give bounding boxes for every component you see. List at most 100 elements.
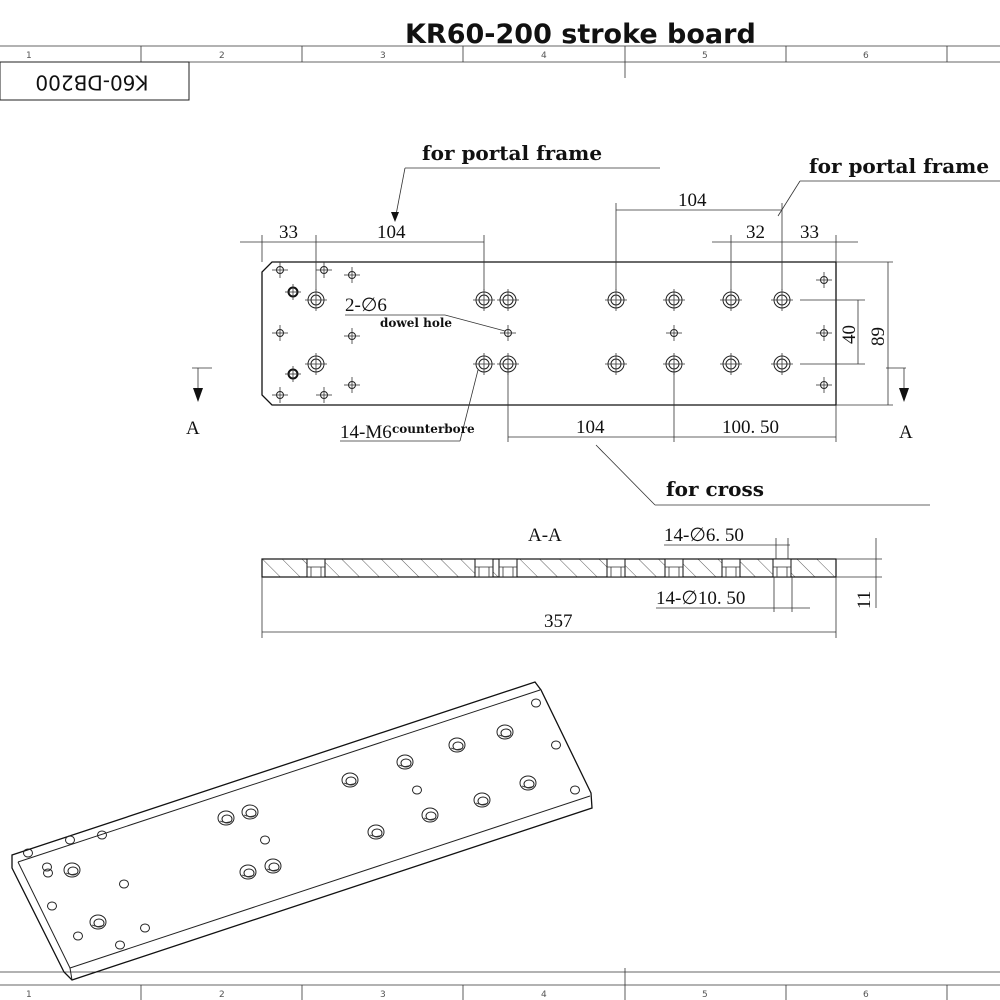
counterbore-hole bbox=[305, 289, 327, 311]
iso-counterbore bbox=[367, 824, 385, 840]
isometric-view bbox=[11, 681, 593, 981]
dim-32: 32 bbox=[746, 222, 765, 243]
iso-small-hole bbox=[119, 879, 129, 889]
iso-counterbore bbox=[496, 724, 514, 740]
dim-104-top-right: 104 bbox=[678, 190, 707, 211]
border-col-1: 1 bbox=[26, 51, 32, 61]
small-hole bbox=[816, 272, 832, 288]
counterbore-hole bbox=[720, 353, 742, 375]
section-pockets bbox=[306, 558, 792, 578]
bottom-dimensions: 104 100. 50 bbox=[507, 364, 837, 442]
small-holes bbox=[272, 262, 832, 403]
part-number: K60-DB200 bbox=[35, 71, 148, 95]
border-col-6: 6 bbox=[863, 51, 869, 61]
plate-outline bbox=[261, 261, 837, 406]
iso-counterbore bbox=[63, 862, 81, 878]
length-dim: 357 bbox=[544, 611, 573, 632]
dowel-hole-label: dowel hole bbox=[380, 316, 452, 330]
dim-33-right: 33 bbox=[800, 222, 819, 243]
border-col-3-bottom: 3 bbox=[380, 990, 386, 1000]
iso-small-hole bbox=[551, 740, 561, 750]
border-col-2-bottom: 2 bbox=[219, 990, 225, 1000]
border-col-1-bottom: 1 bbox=[26, 990, 32, 1000]
iso-small-hole bbox=[97, 830, 107, 840]
border-col-3: 3 bbox=[380, 51, 386, 61]
small-hole-note: 14-∅6. 50 bbox=[664, 525, 744, 546]
small-hole bbox=[272, 387, 288, 403]
iso-small-hole bbox=[115, 940, 125, 950]
section-pocket bbox=[721, 558, 741, 578]
border-col-2: 2 bbox=[219, 51, 225, 61]
iso-small-hole bbox=[43, 868, 53, 878]
counterbore-hole bbox=[497, 289, 519, 311]
iso-counterbore bbox=[448, 737, 466, 753]
small-hole bbox=[344, 328, 360, 344]
iso-counterbore bbox=[396, 754, 414, 770]
iso-small-hole bbox=[65, 835, 75, 845]
counterbore-hole bbox=[605, 353, 627, 375]
callout-portal-frame-right: for portal frame bbox=[809, 154, 989, 178]
dowel-note: 2-∅6 bbox=[345, 295, 387, 316]
small-hole bbox=[316, 262, 332, 278]
section-pocket bbox=[606, 558, 626, 578]
iso-small-hole bbox=[140, 923, 150, 933]
iso-small-hole bbox=[73, 931, 83, 941]
dowel-hole bbox=[285, 284, 301, 300]
iso-counterbore bbox=[239, 864, 257, 880]
small-hole bbox=[272, 325, 288, 341]
isometric-holes bbox=[23, 698, 580, 950]
drawing-border: 1 2 3 4 5 6 1 2 3 4 5 6 bbox=[0, 45, 1000, 1000]
small-hole bbox=[500, 325, 516, 341]
counterbore-hole bbox=[771, 353, 793, 375]
iso-counterbore bbox=[241, 804, 259, 820]
section-body bbox=[261, 558, 837, 578]
section-view: A-A 14-∅6. 50 14-∅10. 50 357 11 bbox=[261, 525, 882, 638]
iso-counterbore bbox=[217, 810, 235, 826]
iso-counterbore bbox=[264, 858, 282, 874]
iso-counterbore bbox=[421, 807, 439, 823]
border-col-4-bottom: 4 bbox=[541, 990, 547, 1000]
side-dimensions: 40 89 bbox=[800, 261, 893, 406]
counterbore-holes bbox=[305, 289, 793, 375]
part-number-box: K60-DB200 bbox=[0, 61, 190, 101]
iso-counterbore bbox=[341, 772, 359, 788]
border-col-5: 5 bbox=[702, 51, 708, 61]
iso-small-hole bbox=[531, 698, 541, 708]
section-mark-left: A bbox=[186, 418, 200, 439]
iso-small-hole bbox=[42, 862, 52, 872]
counterbore-hole bbox=[473, 289, 495, 311]
iso-small-hole bbox=[570, 785, 580, 795]
thickness-dim: 11 bbox=[854, 591, 875, 609]
dim-104-bottom: 104 bbox=[576, 417, 605, 438]
small-hole bbox=[344, 377, 360, 393]
iso-small-hole bbox=[412, 785, 422, 795]
iso-counterbore bbox=[473, 792, 491, 808]
dim-89: 89 bbox=[868, 327, 889, 346]
dim-40: 40 bbox=[839, 325, 860, 344]
section-pocket bbox=[306, 558, 326, 578]
counterbore-hole bbox=[663, 289, 685, 311]
small-hole bbox=[816, 377, 832, 393]
counterbore-hole bbox=[473, 353, 495, 375]
border-col-5-bottom: 5 bbox=[702, 990, 708, 1000]
section-pocket bbox=[664, 558, 684, 578]
drawing-title: KR60-200 stroke board bbox=[405, 19, 756, 50]
dim-104-top-left: 104 bbox=[377, 222, 406, 243]
callouts: for portal frame for portal frame for cr… bbox=[391, 141, 1000, 506]
small-hole bbox=[666, 325, 682, 341]
large-hole-note: 14-∅10. 50 bbox=[656, 588, 745, 609]
dowel-hole bbox=[285, 366, 301, 382]
iso-counterbore bbox=[89, 914, 107, 930]
callout-cross: for cross bbox=[666, 477, 764, 501]
small-hole bbox=[316, 387, 332, 403]
callout-portal-frame-left: for portal frame bbox=[422, 141, 602, 165]
dim-100-50: 100. 50 bbox=[722, 417, 779, 438]
section-pocket bbox=[772, 558, 792, 578]
iso-small-hole bbox=[23, 848, 33, 858]
small-hole bbox=[344, 267, 360, 283]
section-label: A-A bbox=[528, 525, 562, 546]
counterbore-label: counterbore bbox=[392, 422, 475, 436]
iso-small-hole bbox=[47, 901, 57, 911]
small-hole bbox=[272, 262, 288, 278]
iso-small-hole bbox=[260, 835, 270, 845]
